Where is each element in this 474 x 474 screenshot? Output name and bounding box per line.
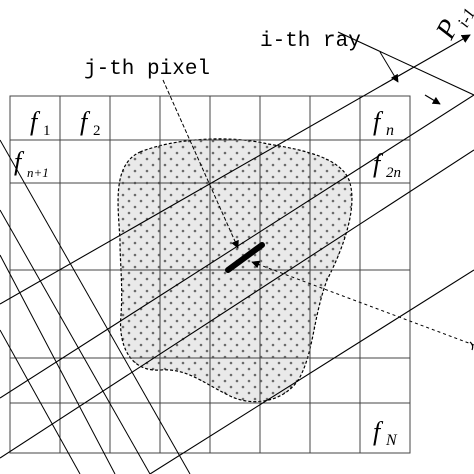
cell-label-fN: f N — [373, 417, 398, 449]
svg-text:f: f — [373, 149, 384, 178]
ray-pointer — [379, 51, 399, 83]
intersection-segment — [225, 242, 265, 273]
pixel-pointer — [162, 79, 239, 249]
svg-text:2: 2 — [93, 123, 101, 139]
cell-label-fn: f n — [373, 107, 394, 139]
svg-text:f: f — [373, 107, 384, 136]
svg-text:N: N — [385, 432, 398, 449]
svg-text:1: 1 — [43, 123, 51, 139]
detector-line — [337, 31, 474, 96]
pixel-label: j-th pixel — [84, 58, 210, 81]
svg-text:f: f — [80, 107, 91, 136]
svg-text:2n: 2n — [386, 165, 401, 181]
svg-text:n+1: n+1 — [27, 165, 49, 180]
cell-label-f1: f 1 — [30, 107, 51, 139]
svg-text:n: n — [386, 122, 394, 139]
pixel-grid — [9, 95, 411, 454]
edge-mark — [469, 341, 474, 351]
ray-label: i-th ray — [260, 30, 361, 53]
svg-text:f: f — [373, 417, 384, 446]
cell-label-f2n: f 2n — [373, 149, 401, 181]
ray-3 — [0, 149, 474, 459]
spacing-arrow — [424, 94, 441, 105]
ray-4 — [149, 269, 474, 474]
secondary-rays — [0, 139, 191, 474]
projection-subscript: i-1 — [454, 5, 474, 31]
projection-label: P i-1 — [430, 5, 474, 45]
cell-label-f2: f 2 — [80, 107, 101, 139]
svg-text:f: f — [30, 107, 41, 136]
svg-text:f: f — [14, 147, 25, 176]
cell-label-fn1: f n+1 — [14, 147, 49, 180]
